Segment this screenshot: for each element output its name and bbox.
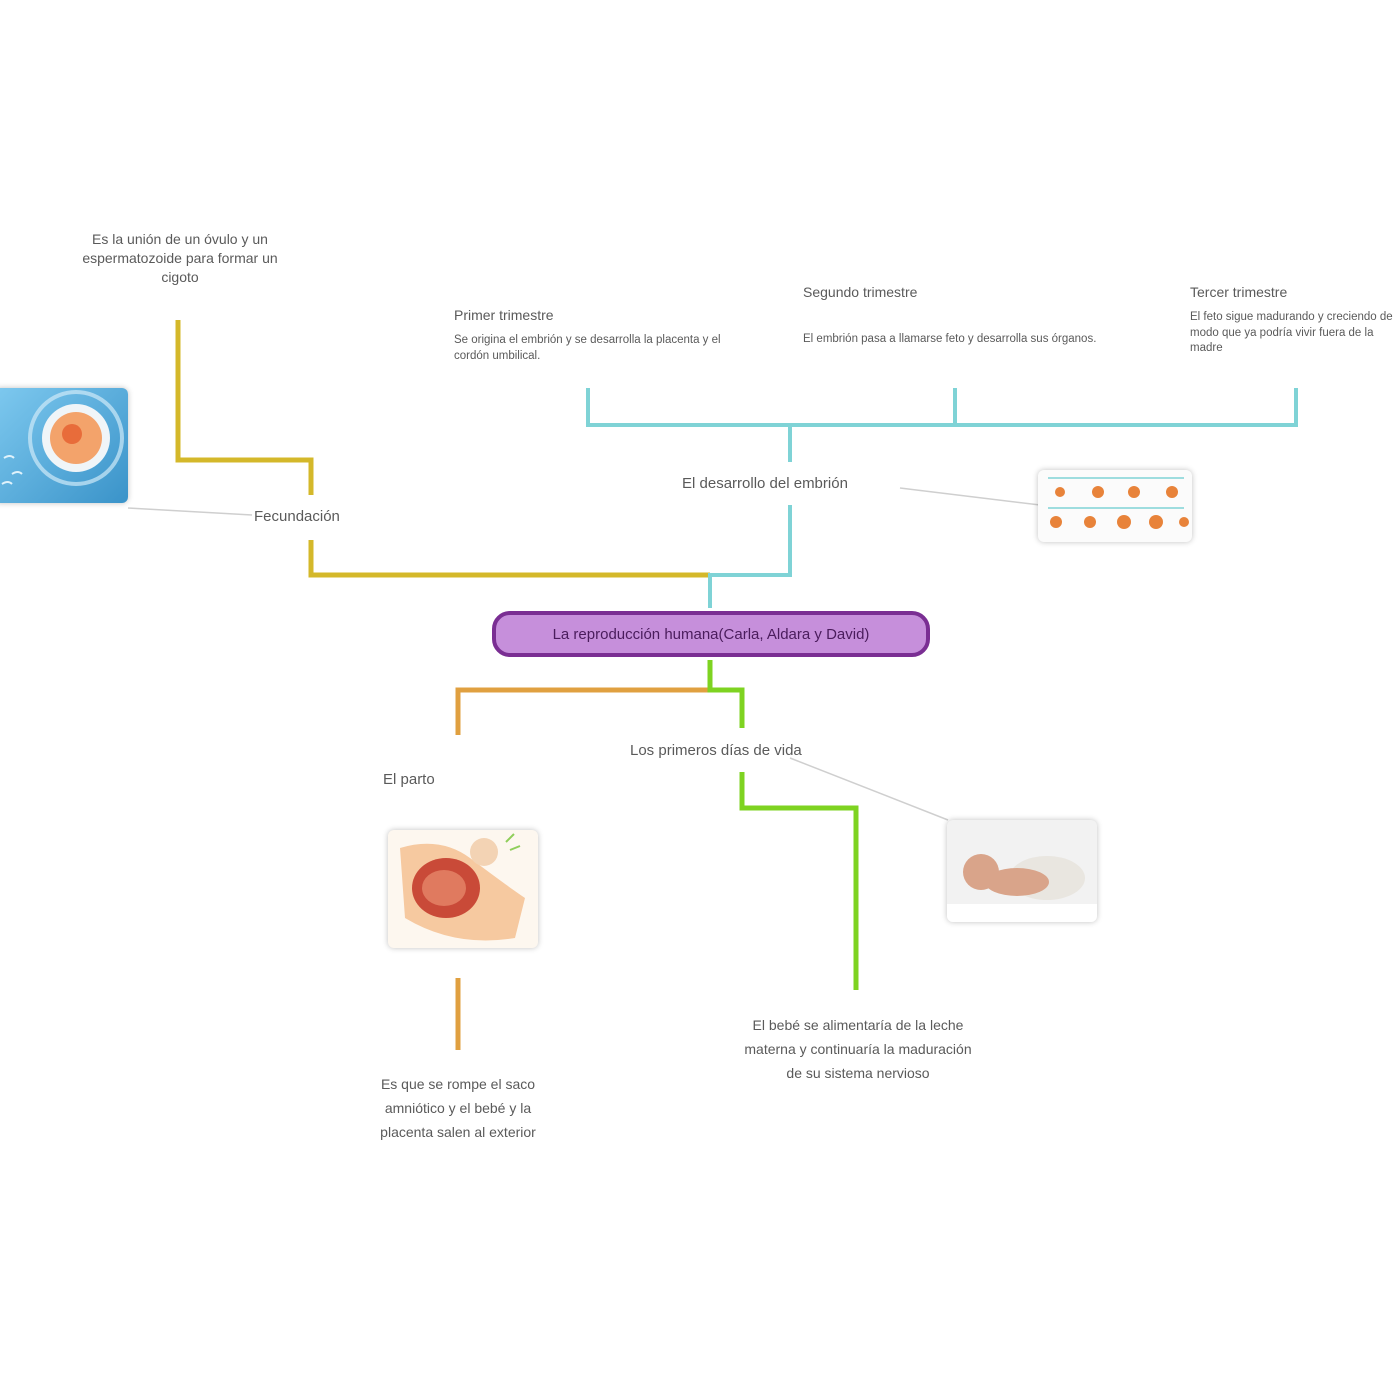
birth-icon	[400, 833, 525, 941]
trimester-2-title: Segundo trimestre	[803, 284, 918, 300]
newborn-icon	[947, 854, 1097, 922]
fecundacion-description: Es la unión de un óvulo y un espermatozo…	[82, 231, 278, 285]
trimester-1-text: Se origina el embrión y se desarrolla la…	[454, 334, 721, 362]
egg-cell-icon	[1, 390, 124, 486]
trimester-1-title: Primer trimestre	[454, 307, 554, 323]
connector-fecundacion	[175, 320, 710, 578]
trimester-3-text: El feto sigue madurando y creciendo de m…	[1190, 311, 1393, 355]
connector-primeros-dias	[707, 660, 859, 990]
trimester-3-title: Tercer trimestre	[1190, 284, 1288, 300]
image-links	[127, 487, 1041, 821]
newborn-image	[947, 820, 1097, 922]
connector-desarrollo	[586, 388, 1298, 608]
embryo-stages-image	[1038, 470, 1192, 542]
central-topic-label: La reproducción humana(Carla, Aldara y D…	[552, 625, 870, 643]
trimester-2-text: El embrión pasa a llamarse feto y desarr…	[803, 333, 1097, 345]
desarrollo-label[interactable]: El desarrollo del embrión	[682, 475, 848, 492]
primeros-dias-label[interactable]: Los primeros días de vida	[630, 742, 802, 759]
fecundacion-label[interactable]: Fecundación	[254, 508, 340, 525]
egg-cell-image	[0, 388, 128, 503]
primeros-dias-description: El bebé se alimentaría de la leche mater…	[744, 1017, 972, 1081]
birth-image	[388, 830, 538, 948]
embryo-stages-icon	[1048, 477, 1189, 529]
central-topic[interactable]: La reproducción humana(Carla, Aldara y D…	[492, 611, 930, 657]
parto-description: Es que se rompe el saco amniótico y el b…	[380, 1076, 536, 1140]
parto-label[interactable]: El parto	[383, 771, 435, 788]
